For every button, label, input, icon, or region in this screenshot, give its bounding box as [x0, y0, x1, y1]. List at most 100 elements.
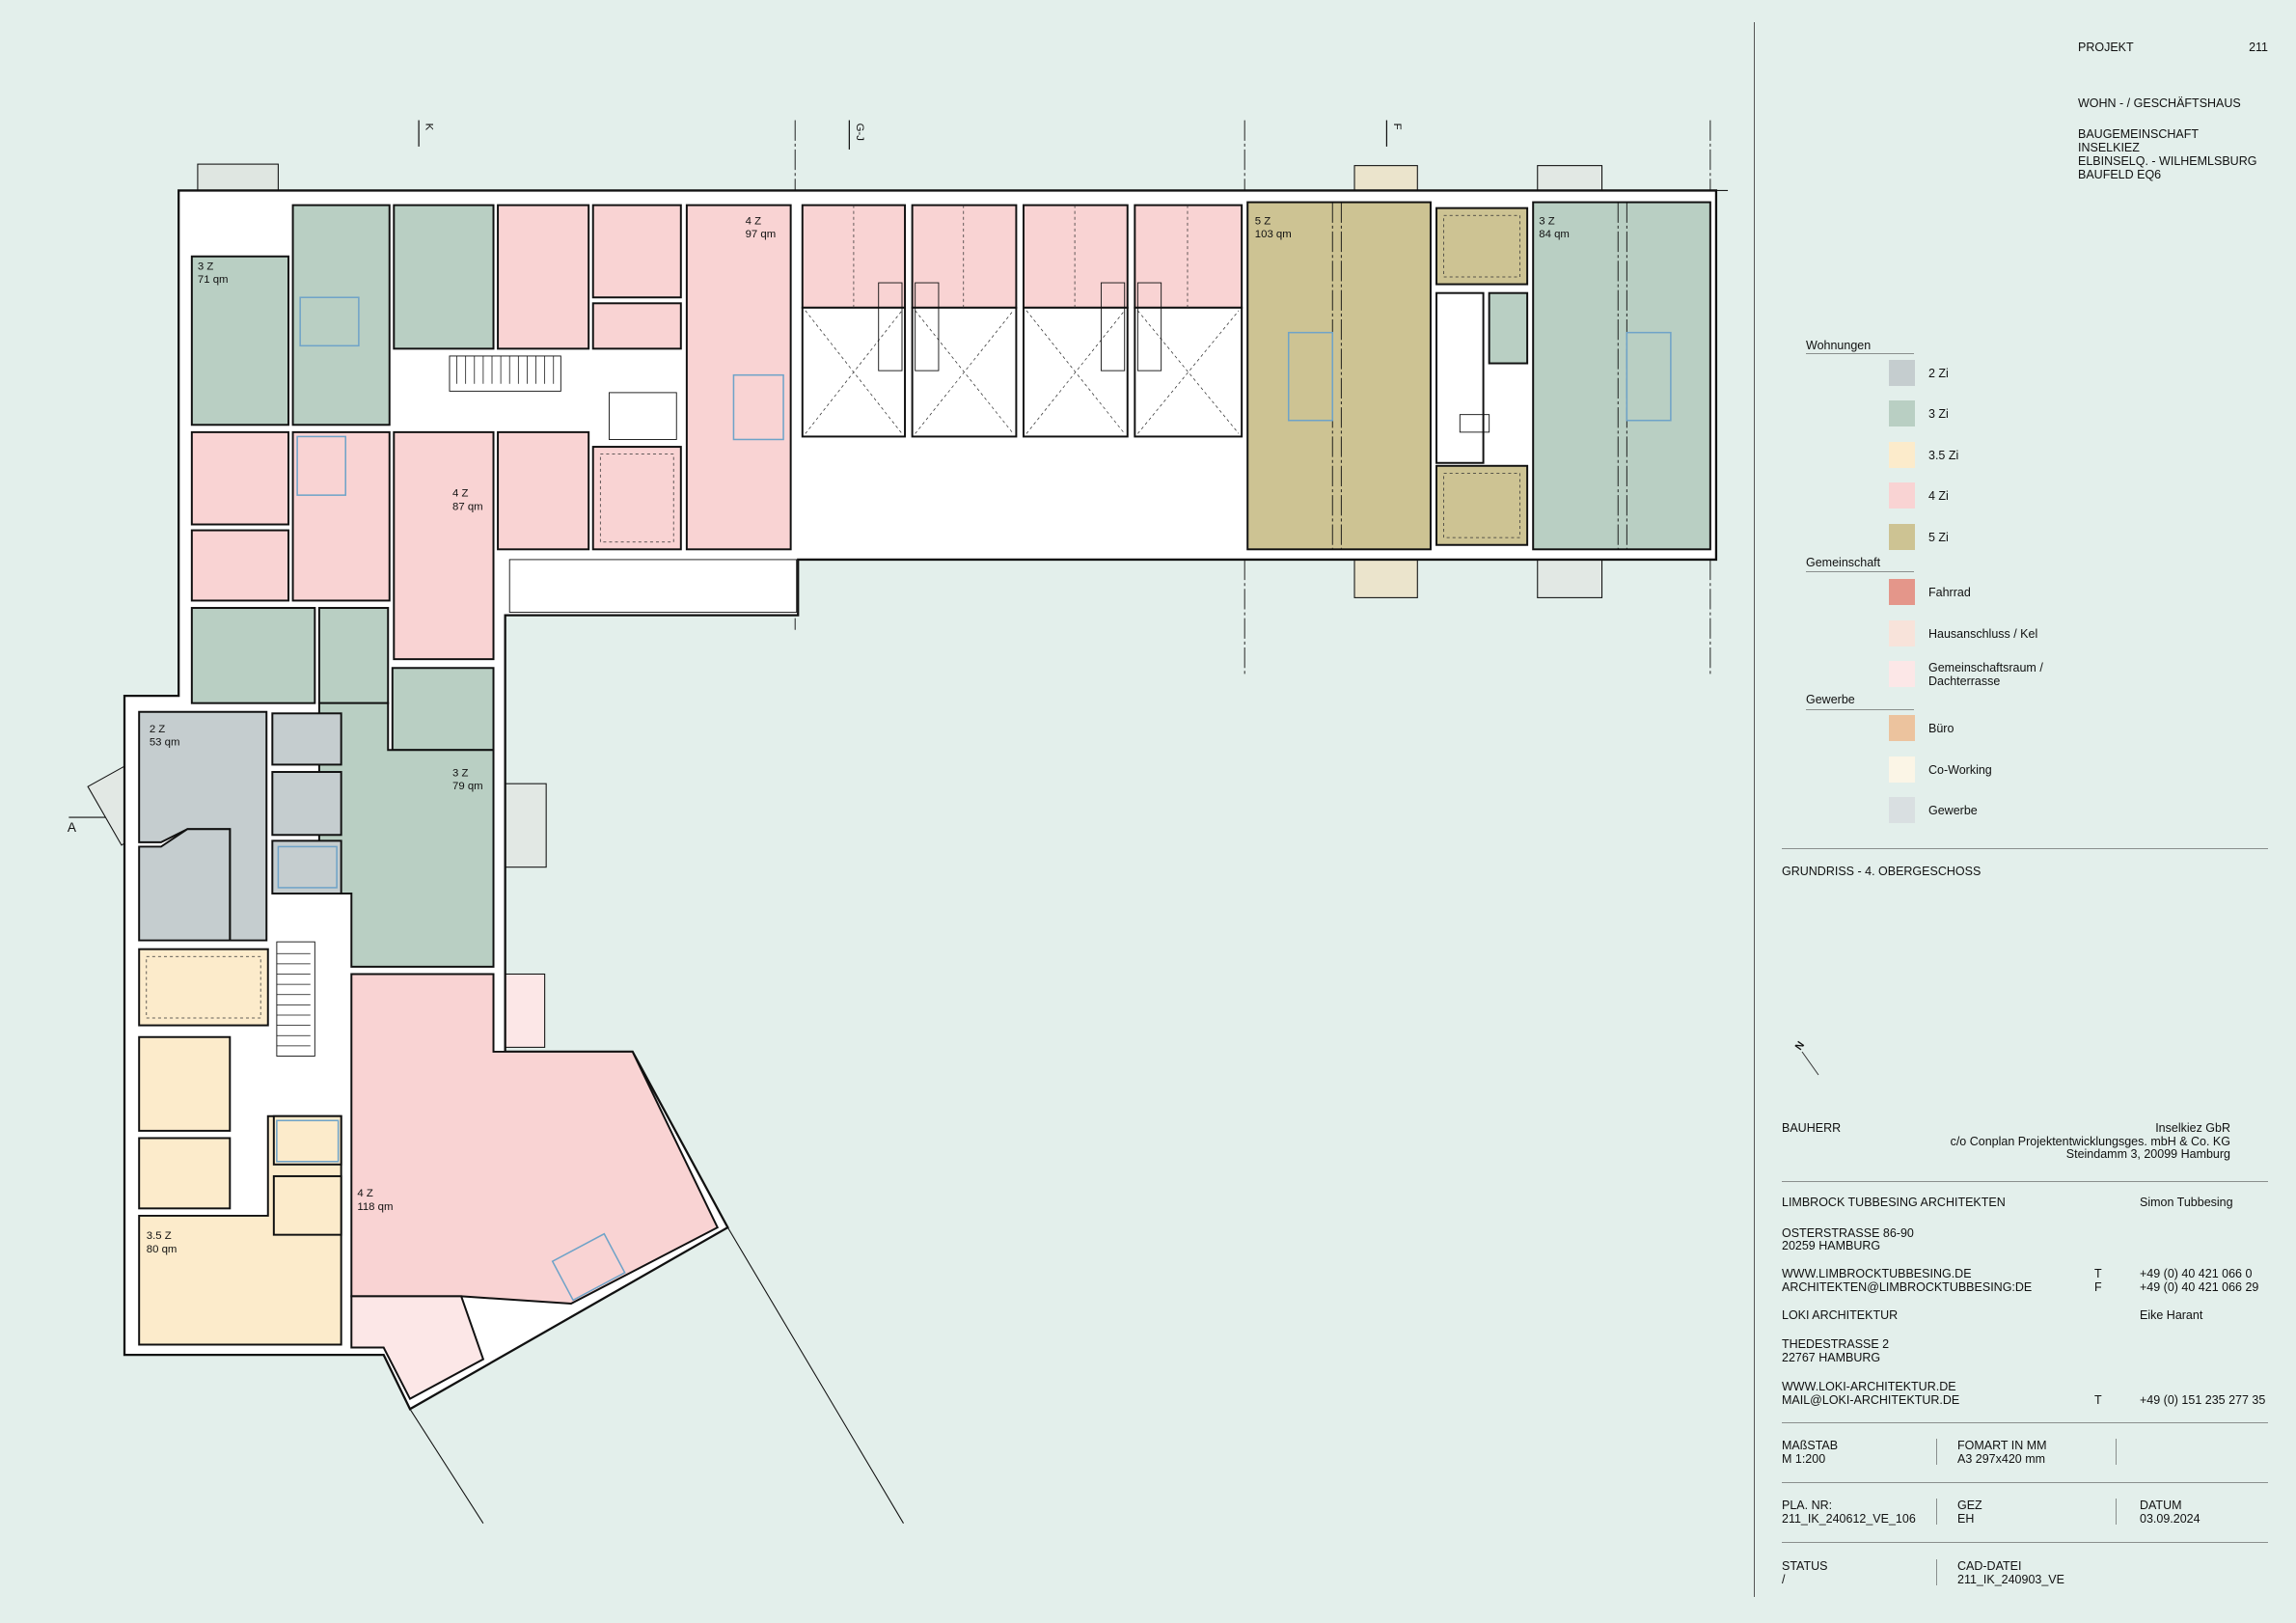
unit-label-rooms: 4 Z — [746, 215, 761, 227]
legend-swatch — [1889, 756, 1915, 783]
svg-text:F: F — [1391, 124, 1403, 130]
plan-nr-label: PLA. NR: — [1782, 1499, 1833, 1512]
legend-swatch — [1889, 797, 1915, 823]
architect1-contact: Simon Tubbesing — [2140, 1196, 2233, 1209]
legend-label: Gewerbe — [1928, 804, 1978, 817]
legend-label: Büro — [1928, 722, 1954, 735]
unit-label-rooms: 3.5 Z — [147, 1230, 172, 1242]
architect1-web-link[interactable]: WWW.LIMBROCKTUBBESING.DE — [1782, 1267, 1972, 1280]
client-block: BAUGEMEINSCHAFT INSELKIEZ ELBINSELQ. - W… — [2078, 127, 2256, 181]
section-marker-gj: G-J — [848, 120, 865, 150]
drawn-by-value: EH — [1957, 1512, 1975, 1526]
bauherr-label: BAUHERR — [1782, 1121, 1842, 1135]
legend-swatch — [1889, 442, 1915, 468]
architect1-phone: +49 (0) 40 421 066 0 — [2140, 1267, 2253, 1280]
date-value: 03.09.2024 — [2140, 1512, 2200, 1526]
client-line: BAUFELD EQ6 — [2078, 168, 2162, 181]
unit-label-area: 84 qm — [1539, 229, 1570, 240]
legend-label: 4 Zi — [1928, 489, 1949, 503]
unit-label-area: 80 qm — [147, 1244, 178, 1255]
unit-label-rooms: 3 Z — [452, 768, 468, 780]
legend-label: 3 Zi — [1928, 407, 1949, 421]
architect1-fax: +49 (0) 40 421 066 29 — [2140, 1280, 2259, 1294]
legend-swatch — [1889, 360, 1915, 386]
svg-text:K: K — [424, 124, 435, 131]
legend-swatch — [1889, 661, 1915, 687]
phone-label: T — [2094, 1393, 2102, 1407]
architect1-address: OSTERSTRASSE 86-90 — [1782, 1226, 1914, 1240]
client-line: BAUGEMEINSCHAFT — [2078, 127, 2200, 141]
legend-group-title: Wohnungen — [1806, 339, 1872, 352]
rooms-row-houses — [801, 204, 1244, 438]
drawn-by-label: GEZ — [1957, 1499, 1982, 1512]
architect2-contact: Eike Harant — [2140, 1308, 2203, 1322]
legend-swatch — [1889, 524, 1915, 550]
legend-label: 5 Zi — [1928, 531, 1949, 544]
architect1-name: LIMBROCK TUBBESING ARCHITEKTEN — [1782, 1196, 2006, 1209]
format-label: FOMART IN MM — [1957, 1439, 2047, 1452]
architect1-address: 20259 HAMBURG — [1782, 1239, 1881, 1252]
bauherr-line: Steindamm 3, 20099 Hamburg — [2065, 1147, 2230, 1161]
unit-label-area: 71 qm — [198, 274, 229, 286]
architect2-phone: +49 (0) 151 235 277 35 — [2140, 1393, 2266, 1407]
legend-swatch — [1889, 579, 1915, 605]
legend-swatch — [1889, 620, 1915, 646]
legend-label: Fahrrad — [1928, 586, 1971, 599]
svg-text:G-J: G-J — [854, 124, 865, 141]
unit-label-area: 103 qm — [1255, 229, 1292, 240]
architect1-email-link[interactable]: ARCHITEKTEN@LIMBROCKTUBBESING:DE — [1782, 1280, 2033, 1294]
legend-label: Gemeinschaftsraum / — [1928, 661, 2043, 674]
unit-label-area: 118 qm — [357, 1201, 393, 1213]
drawing-title: GRUNDRISS - 4. OBERGESCHOSS — [1782, 865, 1982, 878]
rooms-east-wing — [1246, 201, 1711, 551]
unit-label-rooms: 5 Z — [1255, 215, 1271, 227]
unit-label-area: 53 qm — [150, 737, 180, 749]
unit-label-rooms: 3 Z — [198, 261, 213, 272]
cad-file-value: 211_IK_240903_VE — [1957, 1573, 2064, 1586]
status-label: STATUS — [1782, 1559, 1828, 1573]
unit-labels: 3 Z 71 qm 4 Z 97 qm 4 Z 87 qm 5 Z 103 qm… — [147, 215, 1570, 1255]
legend-label: 3.5 Zi — [1928, 449, 1959, 462]
cad-file-label: CAD-DATEI — [1957, 1559, 2022, 1573]
north-arrow-icon: N — [1793, 1039, 1833, 1079]
scale-value: M 1:200 — [1782, 1452, 1826, 1466]
roof-terrace — [508, 559, 798, 614]
bauherr-line: Inselkiez GbR — [2155, 1121, 2230, 1135]
bauherr-line: c/o Conplan Projektentwicklungsges. mbH … — [1950, 1135, 2230, 1148]
unit-label-area: 87 qm — [452, 501, 483, 512]
svg-text:A: A — [68, 820, 77, 835]
building-type: WOHN - / GESCHÄFTSHAUS — [2078, 96, 2241, 110]
phone-label: T — [2094, 1267, 2102, 1280]
architect2-email-link[interactable]: MAIL@LOKI-ARCHITEKTUR.DE — [1782, 1393, 1960, 1407]
unit-label-rooms: 2 Z — [150, 724, 165, 735]
client-line: ELBINSELQ. - WILHEMLSBURG — [2078, 154, 2257, 168]
unit-label-area: 97 qm — [746, 229, 777, 240]
legend-group-title: Gemeinschaft — [1806, 556, 1881, 569]
architect2-address: THEDESTRASSE 2 — [1782, 1337, 1890, 1351]
legend-swatch — [1889, 400, 1915, 426]
format-value: A3 297x420 mm — [1957, 1452, 2046, 1466]
unit-label-rooms: 4 Z — [357, 1188, 372, 1199]
plan-nr-value: 211_IK_240612_VE_106 — [1782, 1512, 1916, 1526]
architect2-web-link[interactable]: WWW.LOKI-ARCHITEKTUR.DE — [1782, 1380, 1956, 1393]
status-value: / — [1782, 1573, 1786, 1586]
project-label: PROJEKT — [2078, 41, 2134, 54]
legend-label: Dachterrasse — [1928, 674, 2001, 688]
legend-swatch — [1889, 715, 1915, 741]
section-marker-f: F — [1385, 120, 1403, 147]
rooms-north-wing — [190, 204, 792, 661]
legend-group-title: Gewerbe — [1806, 693, 1855, 706]
section-marker-k: K — [418, 120, 435, 147]
client-line: INSELKIEZ — [2078, 141, 2140, 154]
architect2-name: LOKI ARCHITEKTUR — [1782, 1308, 1899, 1322]
rooms-south-wing — [138, 607, 720, 1401]
architect2-address: 22767 HAMBURG — [1782, 1351, 1881, 1364]
date-label: DATUM — [2140, 1499, 2182, 1512]
unit-label-rooms: 3 Z — [1539, 215, 1554, 227]
site-boundary-lines — [409, 189, 1729, 1524]
project-number: 211 — [2249, 41, 2268, 54]
sheet-divider — [1754, 22, 1755, 1597]
unit-label-rooms: 4 Z — [452, 488, 468, 500]
fax-label: F — [2094, 1280, 2102, 1294]
